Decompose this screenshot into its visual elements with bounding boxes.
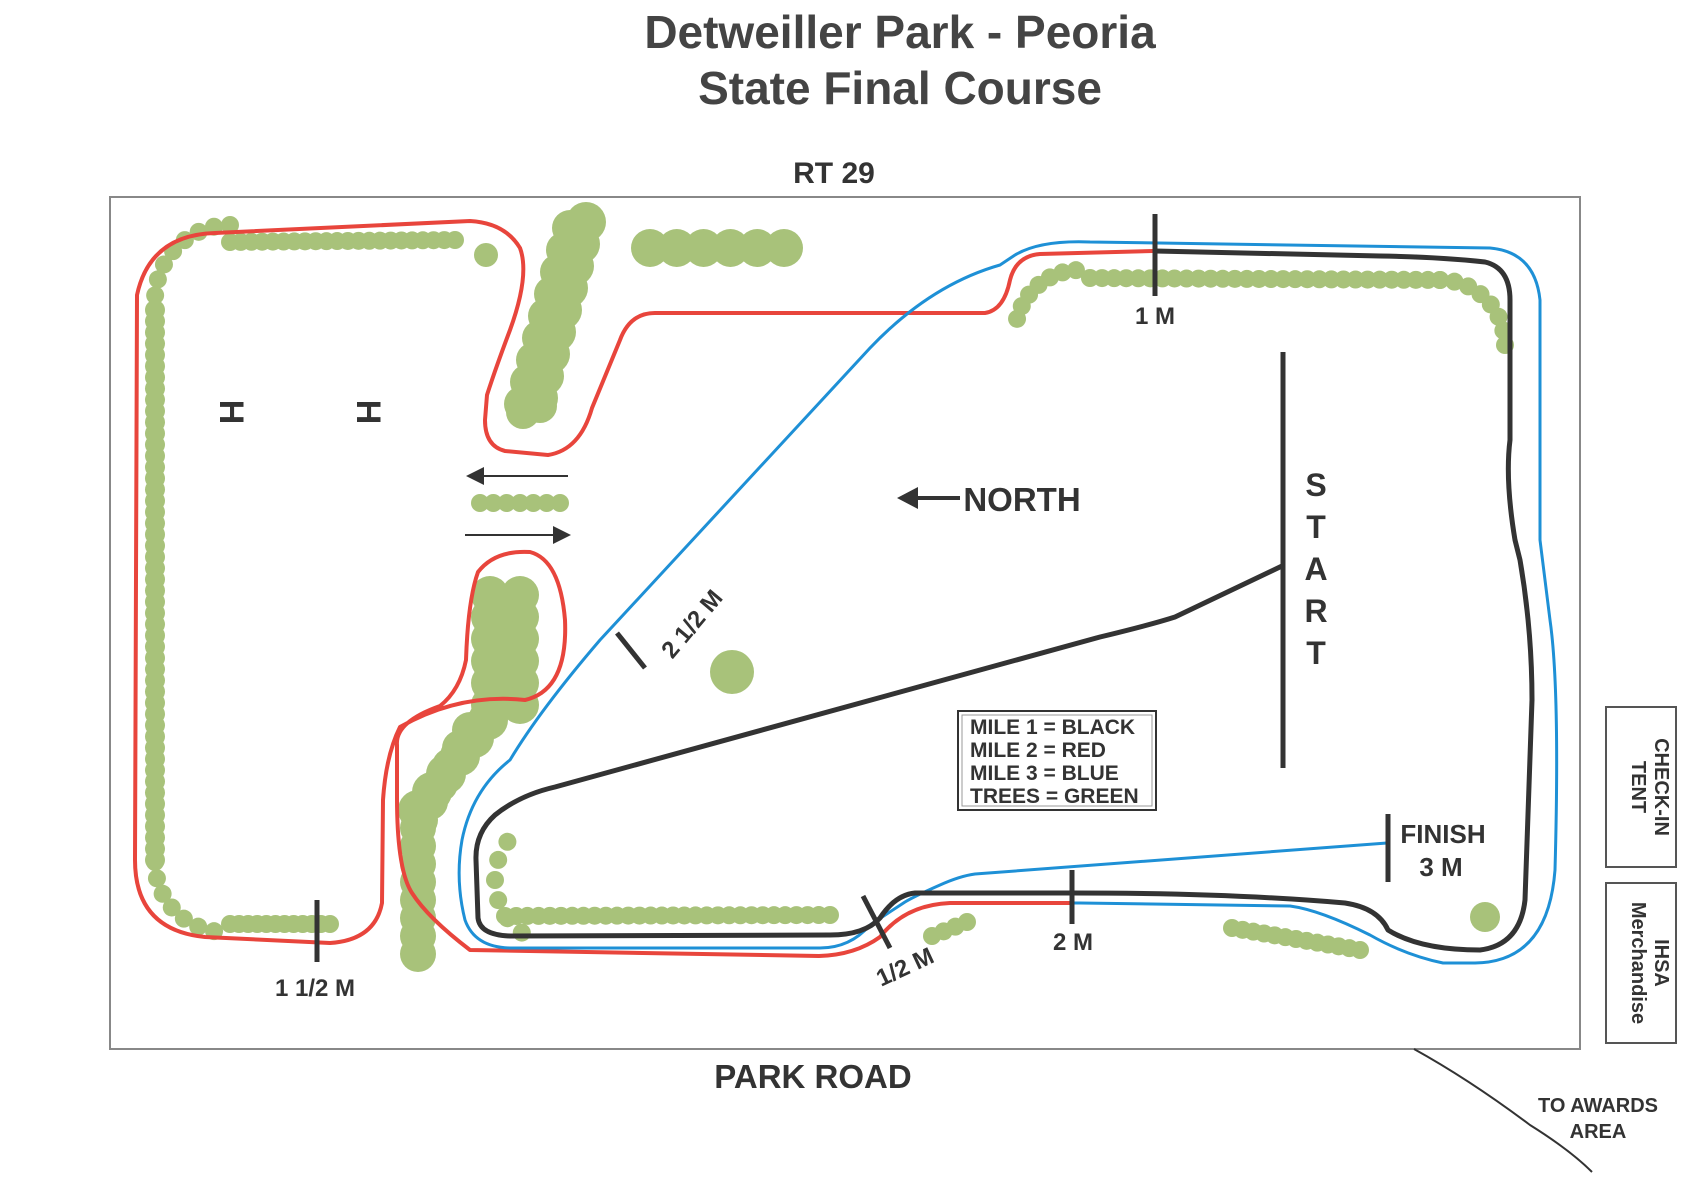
- tree-dot: [497, 494, 516, 512]
- tree-single-center: [710, 650, 754, 694]
- tree-dot: [1066, 261, 1085, 280]
- tree-dot: [174, 909, 193, 928]
- tree-dot: [537, 494, 556, 512]
- tree-rows: [145, 202, 1514, 972]
- legend: MILE 1 = BLACK MILE 2 = RED MILE 3 = BLU…: [957, 710, 1157, 811]
- tree-dot: [1489, 307, 1508, 326]
- tree-dot: [221, 216, 239, 234]
- tree-dot: [153, 884, 172, 903]
- tree-row-right-top: [1008, 261, 1514, 354]
- hurdle-symbol-1: H: [212, 400, 250, 425]
- tree-dot: [821, 906, 839, 924]
- merch-line2: Merchandise: [1627, 902, 1649, 1024]
- marker-one-mile-label: 1 M: [1135, 303, 1175, 330]
- tree-dot: [446, 231, 464, 249]
- tree-dot: [631, 229, 669, 267]
- tree-dot: [551, 494, 569, 512]
- tree-dot: [471, 494, 489, 512]
- finish-label: FINISH: [1400, 819, 1485, 849]
- route-mile-1-black: [473, 248, 1535, 953]
- tree-dot: [501, 686, 539, 724]
- tree-single-top: [474, 243, 498, 267]
- legend-item-mile2: MILE 2 = RED: [970, 739, 1106, 762]
- checkin-line1: CHECK-IN: [1650, 738, 1672, 836]
- tree-dot: [506, 395, 540, 429]
- awards-line2: AREA: [1570, 1121, 1627, 1143]
- north-arrow: [897, 487, 960, 509]
- tree-dot: [146, 853, 164, 871]
- tree-row-bottom-right: [1223, 919, 1369, 959]
- road-label-bottom: PARK ROAD: [714, 1058, 911, 1095]
- tree-dot: [400, 936, 436, 972]
- tree-dot: [958, 913, 976, 931]
- tree-dot: [489, 850, 508, 869]
- marker-one-half-mile-label: 1 1/2 M: [275, 975, 355, 1002]
- arrow-left: [466, 467, 568, 485]
- marker-two-half-mile-label: 2 1/2 M: [656, 585, 728, 664]
- merch-line1: IHSA: [1650, 939, 1672, 987]
- tree-row-inner-bottom: [486, 832, 839, 942]
- tree-dot: [486, 871, 504, 889]
- tree-dot: [321, 915, 339, 933]
- tree-dot: [189, 917, 208, 936]
- north-label: NORTH: [963, 481, 1080, 518]
- tree-dot: [146, 286, 165, 305]
- tree-row-gap: [471, 494, 569, 512]
- merchandise-box: IHSA Merchandise: [1605, 882, 1677, 1044]
- map-title-line2: State Final Course: [698, 62, 1102, 114]
- tree-dot: [512, 923, 531, 942]
- awards-pointer-line: [1413, 1048, 1593, 1173]
- tree-dot: [684, 229, 723, 267]
- tree-row-left-top: [146, 216, 464, 305]
- tree-dot: [1351, 941, 1369, 959]
- awards-line1: TO AWARDS: [1538, 1095, 1658, 1117]
- tree-dot: [154, 255, 173, 274]
- tree-dot: [738, 229, 777, 267]
- legend-box: [957, 710, 1157, 811]
- tree-row-left-column: [145, 300, 165, 870]
- tree-dot: [498, 832, 517, 851]
- tree-dot: [711, 229, 750, 267]
- route-mile-2-red: [133, 219, 1154, 958]
- map-title-line1: Detweiller Park - Peoria: [644, 6, 1156, 58]
- tree-dot: [148, 270, 167, 289]
- tree-cluster-center-bottom: [398, 576, 539, 972]
- marker-half-mile-tick: [860, 894, 893, 950]
- marker-two-mile-label: 2 M: [1053, 929, 1093, 956]
- tree-row-bottom-small: [923, 913, 976, 945]
- tree-dot: [484, 494, 503, 512]
- legend-item-mile3: MILE 3 = BLUE: [970, 762, 1119, 785]
- route-mile-3-blue: [457, 240, 1559, 965]
- marker-half-mile-label: 1/2 M: [872, 943, 938, 993]
- arrow-right: [465, 526, 571, 544]
- tree-dot: [1445, 272, 1464, 291]
- park-boundary: [109, 196, 1581, 1050]
- road-label-top: RT 29: [793, 157, 875, 190]
- tree-dot: [765, 229, 803, 267]
- tree-row-left-bottom: [146, 853, 339, 941]
- checkin-tent-box: CHECK-IN TENT: [1605, 706, 1677, 868]
- tree-single-right: [1470, 902, 1500, 932]
- tree-row-top-large: [631, 229, 803, 267]
- tree-dot: [657, 229, 696, 267]
- checkin-line2: TENT: [1627, 761, 1649, 813]
- hurdle-symbol-2: H: [349, 400, 387, 425]
- tree-cluster-center-top: [504, 202, 606, 429]
- finish-distance: 3 M: [1419, 852, 1462, 882]
- tree-dot: [1053, 263, 1072, 282]
- tree-dot: [162, 898, 181, 917]
- tree-dot: [511, 494, 529, 512]
- tree-dot: [524, 494, 543, 512]
- tree-dot: [489, 891, 508, 910]
- legend-item-mile1: MILE 1 = BLACK: [970, 716, 1135, 739]
- legend-item-trees: TREES = GREEN: [970, 785, 1139, 808]
- marker-two-half-mile-tick: [615, 631, 647, 670]
- tree-dot: [147, 869, 166, 888]
- tree-dot: [1431, 271, 1449, 289]
